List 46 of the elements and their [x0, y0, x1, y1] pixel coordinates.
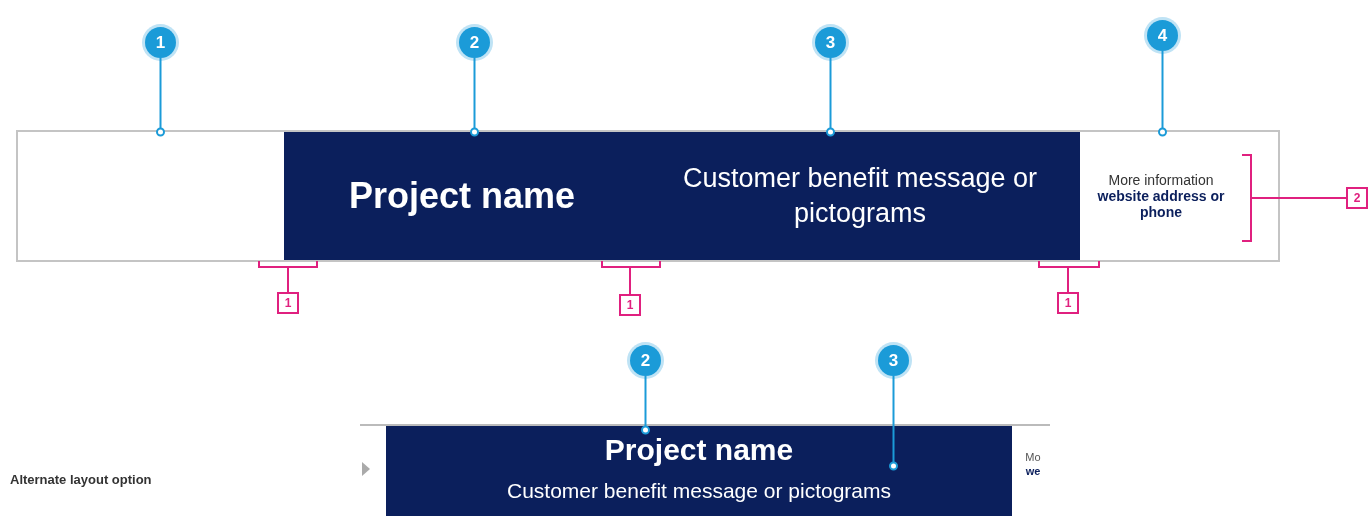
callout-marker [815, 27, 846, 58]
callout-number: 2 [469, 34, 480, 51]
bracket [601, 261, 661, 268]
callout-marker [630, 345, 661, 376]
callout-number: 3 [888, 352, 899, 369]
note-number: 1 [284, 297, 292, 309]
leader-line [1158, 50, 1167, 137]
leader-line [470, 57, 479, 137]
callout-number: 3 [825, 34, 836, 51]
callout-number: 4 [1157, 27, 1168, 44]
leader-line [287, 267, 289, 293]
note-marker [1346, 187, 1368, 209]
bracket [1242, 154, 1252, 242]
callout-marker [878, 345, 909, 376]
heading: Project name [348, 175, 576, 217]
note-number: 2 [1353, 192, 1361, 204]
note-number: 1 [626, 299, 634, 311]
body-text: website address or phone [1096, 188, 1226, 220]
side-note: Alternate layout option [10, 472, 152, 487]
leader-line [826, 57, 835, 137]
bracket [1038, 261, 1100, 268]
leader-line [629, 267, 631, 295]
callout-marker [459, 27, 490, 58]
note-marker [619, 294, 641, 316]
heading: Project name [604, 433, 794, 467]
leader-line [889, 375, 898, 471]
leader-line [641, 375, 650, 435]
leader-line [1251, 197, 1347, 199]
callout-marker [1147, 20, 1178, 51]
leader-line [1067, 267, 1069, 293]
callout-number: 2 [640, 352, 651, 369]
project-name-panel [284, 132, 640, 260]
heading: Customer benefit message or pictograms [681, 161, 1039, 230]
bracket [258, 261, 318, 268]
benefit-panel [640, 132, 1080, 260]
body-text: More information [1108, 172, 1214, 188]
heading: Customer benefit message or pictograms [507, 479, 891, 503]
body-text: we [1025, 464, 1041, 479]
body-text: Mo [1025, 449, 1041, 464]
note-marker [1057, 292, 1079, 314]
note-marker [277, 292, 299, 314]
callout-marker [145, 27, 176, 58]
note-number: 1 [1064, 297, 1072, 309]
leader-line [156, 57, 165, 137]
banner-frame [18, 132, 1278, 260]
callout-number: 1 [155, 34, 166, 51]
